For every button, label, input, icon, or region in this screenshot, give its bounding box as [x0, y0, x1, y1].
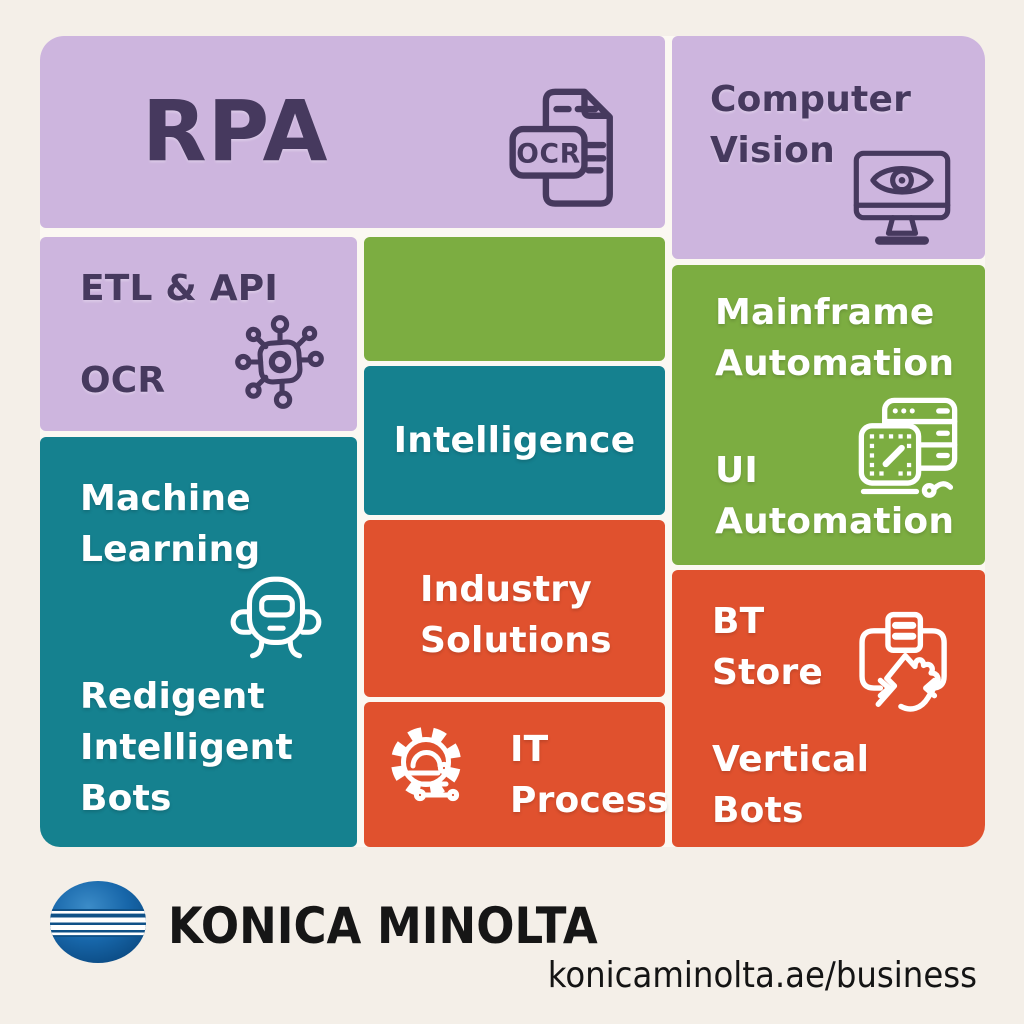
tile-rpa: RPA OCR	[40, 36, 665, 228]
tile-machine-learning: Machine Learning Redigent Intelligent Bo…	[40, 437, 357, 847]
tile-mainframe-ui-automation: Mainframe Automation	[672, 265, 985, 565]
svg-text:OCR: OCR	[516, 138, 581, 169]
redigent-intelligent-bots-label: Redigent Intelligent Bots	[80, 676, 293, 820]
tile-etl-api-ocr: ETL & API OCR	[40, 237, 357, 431]
intelligence-label: Intelligence	[393, 419, 636, 461]
ocr-label: OCR	[80, 360, 166, 401]
brand-wordmark: KONICA MINOLTA	[168, 897, 598, 955]
rpa-label: RPA	[142, 82, 329, 181]
ui-automation-label: UI Automation	[715, 450, 955, 543]
machine-learning-label: Machine Learning	[80, 478, 261, 571]
tile-intelligence: Intelligence	[364, 366, 665, 515]
bt-store-label: BT Store	[712, 601, 824, 694]
vertical-bots-label: Vertical Bots	[712, 739, 870, 832]
industry-solutions-label: Industry Solutions	[420, 569, 612, 662]
tile-green-spacer	[364, 237, 665, 361]
tile-industry-solutions: Industry Solutions	[364, 520, 665, 697]
mainframe-terminal-icon	[855, 393, 961, 501]
mainframe-automation-label: Mainframe Automation	[715, 292, 955, 385]
etl-api-label: ETL & API	[80, 268, 278, 309]
computer-vision-label: Computer Vision	[710, 79, 912, 172]
tile-computer-vision: Computer Vision	[672, 36, 985, 259]
tile-it-process: IT Process	[364, 702, 669, 847]
tile-bt-store-vertical-bots: BT Store Vertical Bots	[672, 570, 985, 847]
monitor-eye-icon	[849, 145, 955, 253]
robot-icon	[225, 571, 327, 669]
hub-network-icon	[229, 307, 331, 417]
ocr-document-icon: OCR	[506, 82, 639, 216]
konica-minolta-globe-logo	[48, 878, 148, 966]
it-process-label: IT Process	[510, 729, 669, 822]
touch-select-icon	[848, 608, 956, 726]
website-url[interactable]: konicaminolta.ae/business	[547, 955, 977, 996]
gear-process-icon	[386, 722, 482, 826]
